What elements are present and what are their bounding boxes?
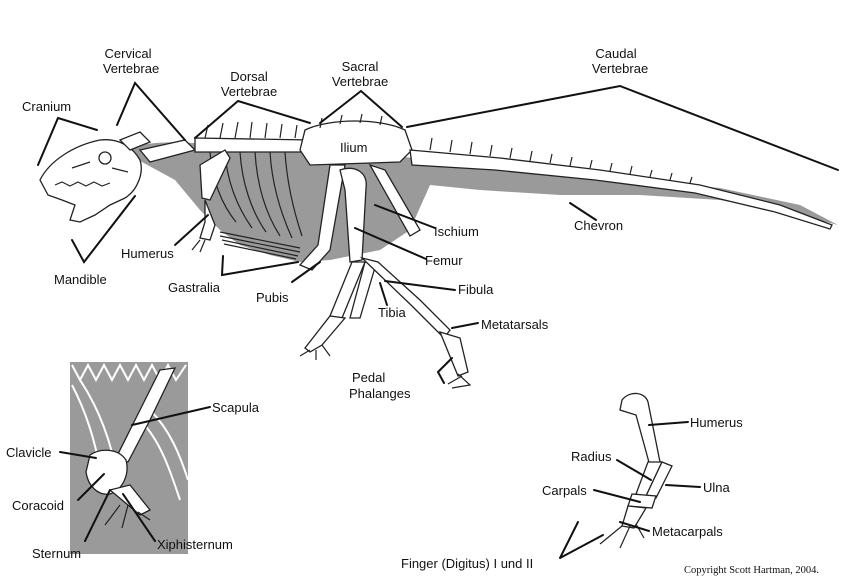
label-cervical-2: Vertebrae [103,61,159,76]
label-scapula: Scapula [212,400,260,415]
label-caudal-1: Caudal [595,46,636,61]
scapula-bone [115,367,177,463]
inset-forelimb [599,392,673,549]
label-ulna: Ulna [703,480,731,495]
body-silhouette [120,142,838,262]
label-chevron: Chevron [574,218,623,233]
main-skeleton [39,113,838,389]
label-humerus: Humerus [121,246,174,261]
arm-humerus-bone [619,392,661,467]
label-caudal-2: Vertebrae [592,61,648,76]
label-arm-humerus: Humerus [690,415,743,430]
label-carpals: Carpals [542,483,587,498]
label-cranium: Cranium [22,99,71,114]
label-radius: Radius [571,449,612,464]
label-pedal-1: Pedal [352,370,385,385]
label-pubis: Pubis [256,290,289,305]
label-mandible: Mandible [54,272,107,287]
label-gastralia: Gastralia [168,280,221,295]
label-fibula: Fibula [458,282,494,297]
skull [39,139,142,223]
label-dorsal-1: Dorsal [230,69,268,84]
label-tibia: Tibia [378,305,406,320]
label-pedal-2: Phalanges [349,386,411,401]
copyright-text: Copyright Scott Hartman, 2004. [684,565,819,576]
label-ischium: Ischium [434,224,479,239]
label-sacral-2: Vertebrae [332,74,388,89]
femur-bone [339,167,367,263]
leader-lines [37,81,839,559]
label-metacarpals: Metacarpals [652,524,723,539]
inset-shoulder [70,362,189,554]
label-clavicle: Clavicle [6,445,52,460]
label-dorsal-2: Vertebrae [221,84,277,99]
label-femur: Femur [425,253,463,268]
gastralia-bones [219,231,301,260]
label-finger: Finger (Digitus) I und II [401,556,533,571]
label-coracoid: Coracoid [12,498,64,513]
label-xiphisternum: Xiphisternum [157,537,233,552]
labels: Cranium Cervical Vertebrae Dorsal Verteb… [6,46,819,576]
pubis-bone [298,164,346,271]
label-sacral-1: Sacral [342,59,379,74]
label-sternum: Sternum [32,546,81,561]
label-metatarsals: Metatarsals [481,317,549,332]
label-cervical-1: Cervical [105,46,152,61]
tail [409,149,833,230]
label-ilium: Ilium [340,140,367,155]
